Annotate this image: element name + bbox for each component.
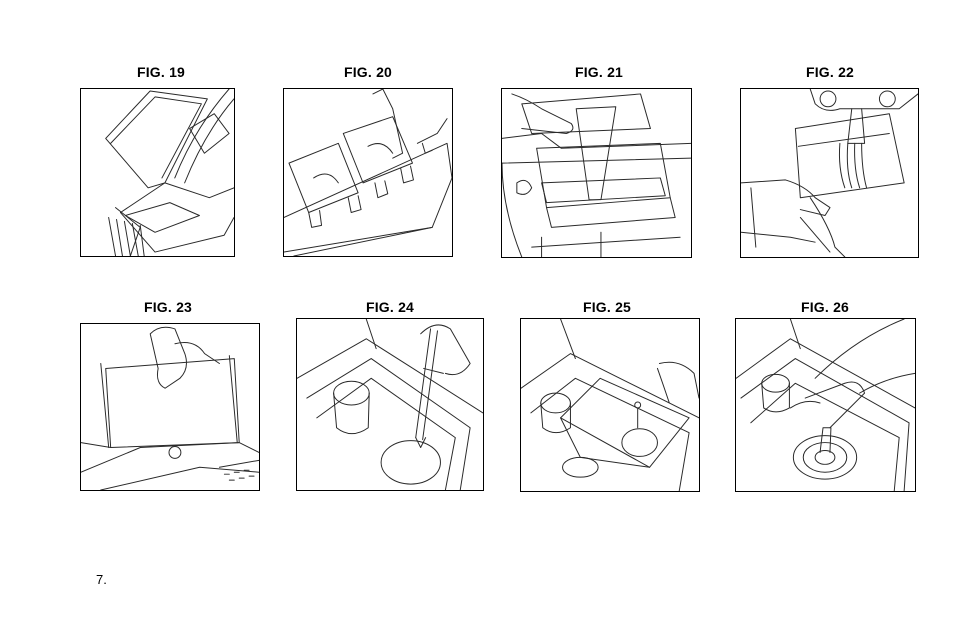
figure-caption-26: FIG. 26 [800,299,850,315]
figure-illustration-20 [283,88,453,257]
figure-caption-19: FIG. 19 [136,64,186,80]
page-number: 7. [96,572,107,587]
figure-illustration-25 [520,318,700,492]
figure-illustration-23 [80,323,260,491]
figure-caption-23: FIG. 23 [143,299,193,315]
figure-illustration-22 [740,88,919,258]
figure-illustration-24 [296,318,484,491]
figure-illustration-26 [735,318,916,492]
figure-caption-21: FIG. 21 [574,64,624,80]
figure-illustration-21 [501,88,692,258]
figure-caption-24: FIG. 24 [365,299,415,315]
figure-caption-25: FIG. 25 [582,299,632,315]
figure-illustration-19 [80,88,235,257]
figure-caption-20: FIG. 20 [343,64,393,80]
figure-caption-22: FIG. 22 [805,64,855,80]
